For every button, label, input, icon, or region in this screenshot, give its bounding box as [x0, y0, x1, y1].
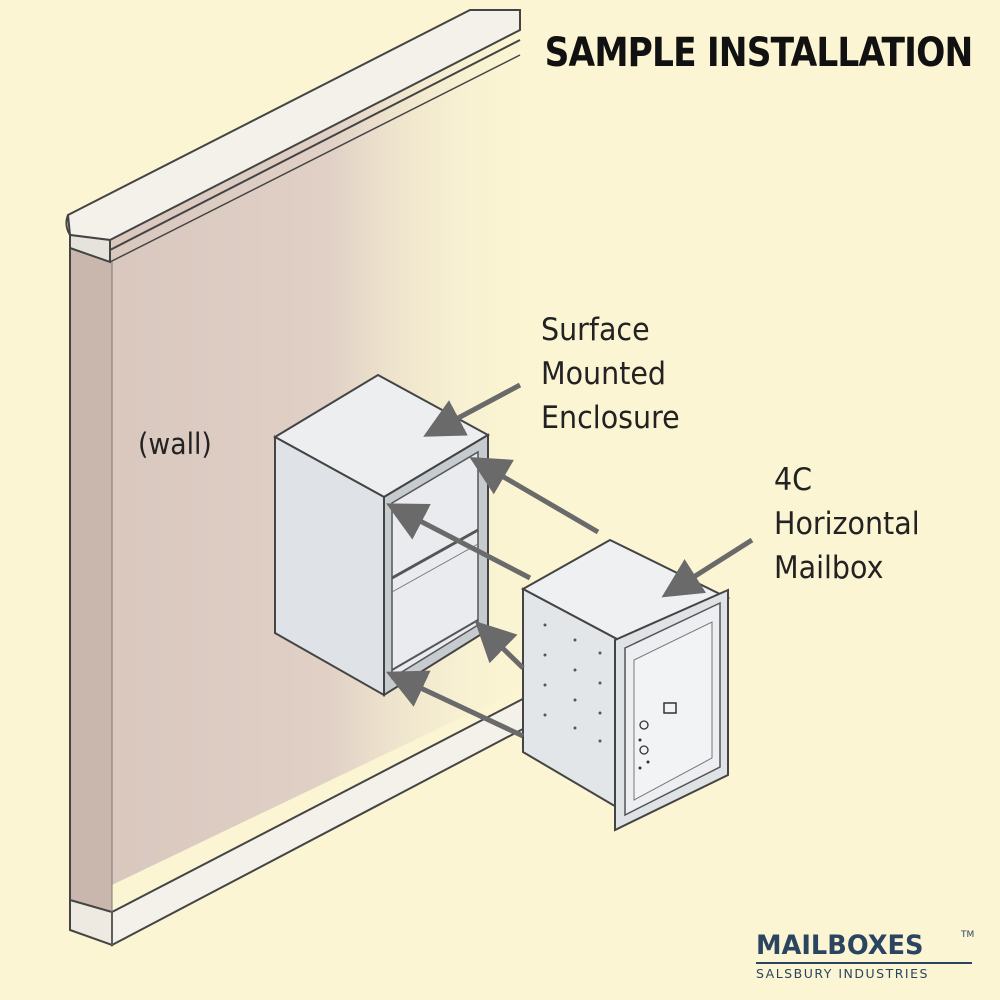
mailbox-lock-icon [663, 702, 677, 714]
mailbox-pointer-arrow [661, 537, 754, 598]
insert-arrow-top [469, 456, 600, 535]
wall-label: (wall) [138, 427, 212, 461]
mailbox-label: 4C Horizontal Mailbox [774, 462, 920, 586]
mailbox [520, 538, 731, 832]
insert-arrow-bottom [385, 670, 525, 739]
arrows [385, 382, 754, 739]
brand-logo: MAILBOXES TM SALSBURY INDUSTRIES [756, 930, 976, 981]
enclosure-label: Surface Mounted Enclosure [541, 312, 680, 436]
page-title: SAMPLE INSTALLATION [544, 30, 973, 76]
brand-name: MAILBOXES [756, 930, 924, 961]
brand-trademark: TM [961, 930, 975, 940]
brand-tagline: SALSBURY INDUSTRIES [756, 966, 929, 981]
brand-divider [756, 962, 972, 964]
insert-arrow-upper [386, 503, 532, 581]
insert-arrow-lower [474, 621, 525, 670]
enclosure [272, 373, 491, 697]
enclosure-pointer-arrow [423, 382, 522, 437]
